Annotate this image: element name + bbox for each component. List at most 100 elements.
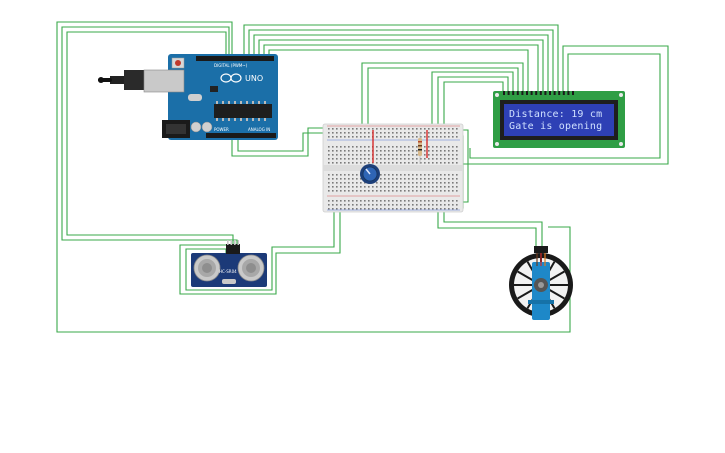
breadboard-hole[interactable] xyxy=(376,132,378,134)
breadboard-hole[interactable] xyxy=(388,186,390,188)
breadboard-hole[interactable] xyxy=(428,128,430,130)
breadboard-hole[interactable] xyxy=(452,132,454,134)
breadboard-hole[interactable] xyxy=(440,136,442,138)
breadboard-hole[interactable] xyxy=(404,128,406,130)
breadboard-hole[interactable] xyxy=(392,128,394,130)
breadboard-hole[interactable] xyxy=(352,178,354,180)
breadboard-hole[interactable] xyxy=(368,200,370,202)
breadboard-hole[interactable] xyxy=(440,178,442,180)
breadboard-hole[interactable] xyxy=(336,150,338,152)
breadboard-hole[interactable] xyxy=(388,162,390,164)
breadboard-hole[interactable] xyxy=(376,162,378,164)
breadboard-hole[interactable] xyxy=(368,162,370,164)
breadboard-hole[interactable] xyxy=(400,136,402,138)
breadboard-hole[interactable] xyxy=(348,208,350,210)
breadboard-hole[interactable] xyxy=(444,204,446,206)
wire[interactable] xyxy=(437,76,509,128)
breadboard-hole[interactable] xyxy=(348,128,350,130)
breadboard-hole[interactable] xyxy=(408,154,410,156)
breadboard[interactable] xyxy=(322,123,464,213)
breadboard-hole[interactable] xyxy=(412,132,414,134)
breadboard-hole[interactable] xyxy=(364,154,366,156)
breadboard-hole[interactable] xyxy=(444,132,446,134)
breadboard-hole[interactable] xyxy=(328,136,330,138)
breadboard-hole[interactable] xyxy=(416,200,418,202)
breadboard-hole[interactable] xyxy=(328,150,330,152)
breadboard-hole[interactable] xyxy=(356,136,358,138)
breadboard-hole[interactable] xyxy=(432,128,434,130)
breadboard-hole[interactable] xyxy=(376,204,378,206)
breadboard-hole[interactable] xyxy=(364,128,366,130)
breadboard-hole[interactable] xyxy=(436,162,438,164)
breadboard-hole[interactable] xyxy=(456,204,458,206)
breadboard-hole[interactable] xyxy=(452,204,454,206)
breadboard-hole[interactable] xyxy=(364,186,366,188)
wire[interactable] xyxy=(66,31,234,256)
breadboard-hole[interactable] xyxy=(424,182,426,184)
breadboard-hole[interactable] xyxy=(432,182,434,184)
breadboard-hole[interactable] xyxy=(392,208,394,210)
breadboard-hole[interactable] xyxy=(444,136,446,138)
breadboard-hole[interactable] xyxy=(384,158,386,160)
breadboard-hole[interactable] xyxy=(348,154,350,156)
breadboard-hole[interactable] xyxy=(344,150,346,152)
breadboard-hole[interactable] xyxy=(416,128,418,130)
breadboard-hole[interactable] xyxy=(372,128,374,130)
breadboard-hole[interactable] xyxy=(408,208,410,210)
breadboard-hole[interactable] xyxy=(356,132,358,134)
breadboard-hole[interactable] xyxy=(388,182,390,184)
breadboard-hole[interactable] xyxy=(336,200,338,202)
breadboard-hole[interactable] xyxy=(412,146,414,148)
breadboard-hole[interactable] xyxy=(348,150,350,152)
breadboard-hole[interactable] xyxy=(396,158,398,160)
breadboard-hole[interactable] xyxy=(356,186,358,188)
breadboard-hole[interactable] xyxy=(384,146,386,148)
breadboard-hole[interactable] xyxy=(356,204,358,206)
breadboard-hole[interactable] xyxy=(356,190,358,192)
breadboard-hole[interactable] xyxy=(404,158,406,160)
breadboard-hole[interactable] xyxy=(420,174,422,176)
lcd-pin[interactable] xyxy=(530,91,533,95)
breadboard-hole[interactable] xyxy=(336,132,338,134)
breadboard-hole[interactable] xyxy=(332,146,334,148)
breadboard-hole[interactable] xyxy=(348,132,350,134)
breadboard-hole[interactable] xyxy=(360,200,362,202)
breadboard-hole[interactable] xyxy=(416,174,418,176)
breadboard-hole[interactable] xyxy=(392,162,394,164)
breadboard-hole[interactable] xyxy=(416,208,418,210)
breadboard-hole[interactable] xyxy=(424,146,426,148)
breadboard-hole[interactable] xyxy=(448,174,450,176)
lcd-pin[interactable] xyxy=(562,91,565,95)
breadboard-hole[interactable] xyxy=(380,128,382,130)
breadboard-hole[interactable] xyxy=(444,146,446,148)
breadboard-hole[interactable] xyxy=(392,158,394,160)
breadboard-hole[interactable] xyxy=(388,136,390,138)
breadboard-hole[interactable] xyxy=(408,132,410,134)
breadboard-hole[interactable] xyxy=(440,150,442,152)
breadboard-hole[interactable] xyxy=(400,182,402,184)
breadboard-hole[interactable] xyxy=(404,162,406,164)
breadboard-hole[interactable] xyxy=(332,128,334,130)
breadboard-hole[interactable] xyxy=(412,158,414,160)
breadboard-hole[interactable] xyxy=(408,158,410,160)
breadboard-hole[interactable] xyxy=(352,136,354,138)
breadboard-hole[interactable] xyxy=(412,154,414,156)
breadboard-hole[interactable] xyxy=(448,162,450,164)
usb-port[interactable] xyxy=(143,69,185,93)
breadboard-hole[interactable] xyxy=(428,132,430,134)
breadboard-hole[interactable] xyxy=(432,186,434,188)
wire[interactable] xyxy=(185,205,335,291)
breadboard-hole[interactable] xyxy=(444,128,446,130)
breadboard-hole[interactable] xyxy=(380,186,382,188)
breadboard-hole[interactable] xyxy=(376,186,378,188)
breadboard-hole[interactable] xyxy=(396,162,398,164)
breadboard-hole[interactable] xyxy=(348,174,350,176)
breadboard-hole[interactable] xyxy=(400,150,402,152)
breadboard-hole[interactable] xyxy=(392,132,394,134)
breadboard-hole[interactable] xyxy=(380,136,382,138)
breadboard-hole[interactable] xyxy=(400,146,402,148)
breadboard-hole[interactable] xyxy=(376,146,378,148)
lcd-pin[interactable] xyxy=(535,91,538,95)
breadboard-hole[interactable] xyxy=(448,186,450,188)
breadboard-hole[interactable] xyxy=(424,208,426,210)
